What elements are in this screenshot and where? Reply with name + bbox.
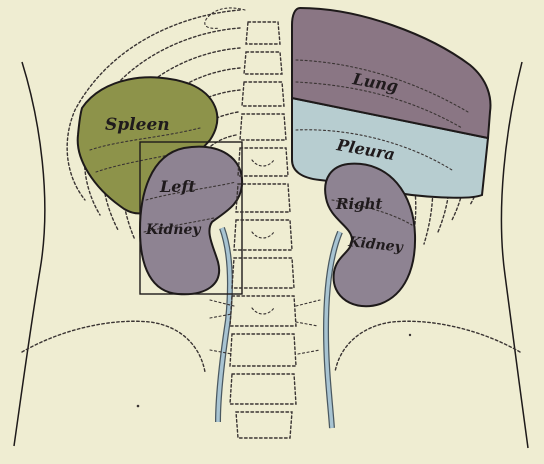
left-flank-outline [14,62,45,446]
right-flank-outline [501,62,528,448]
left-ureter [218,228,230,422]
right-iliac-crest-dotted [335,321,520,372]
right-label: Right [335,195,383,213]
left-kidney-label: Kidney [145,222,201,238]
stray-dot [137,405,140,408]
spleen-label: Spleen [105,115,170,135]
stray-dot [409,334,411,336]
lung-pleura [292,8,490,198]
left-iliac-crest-dotted [22,321,205,372]
left-label: Left [159,177,196,196]
